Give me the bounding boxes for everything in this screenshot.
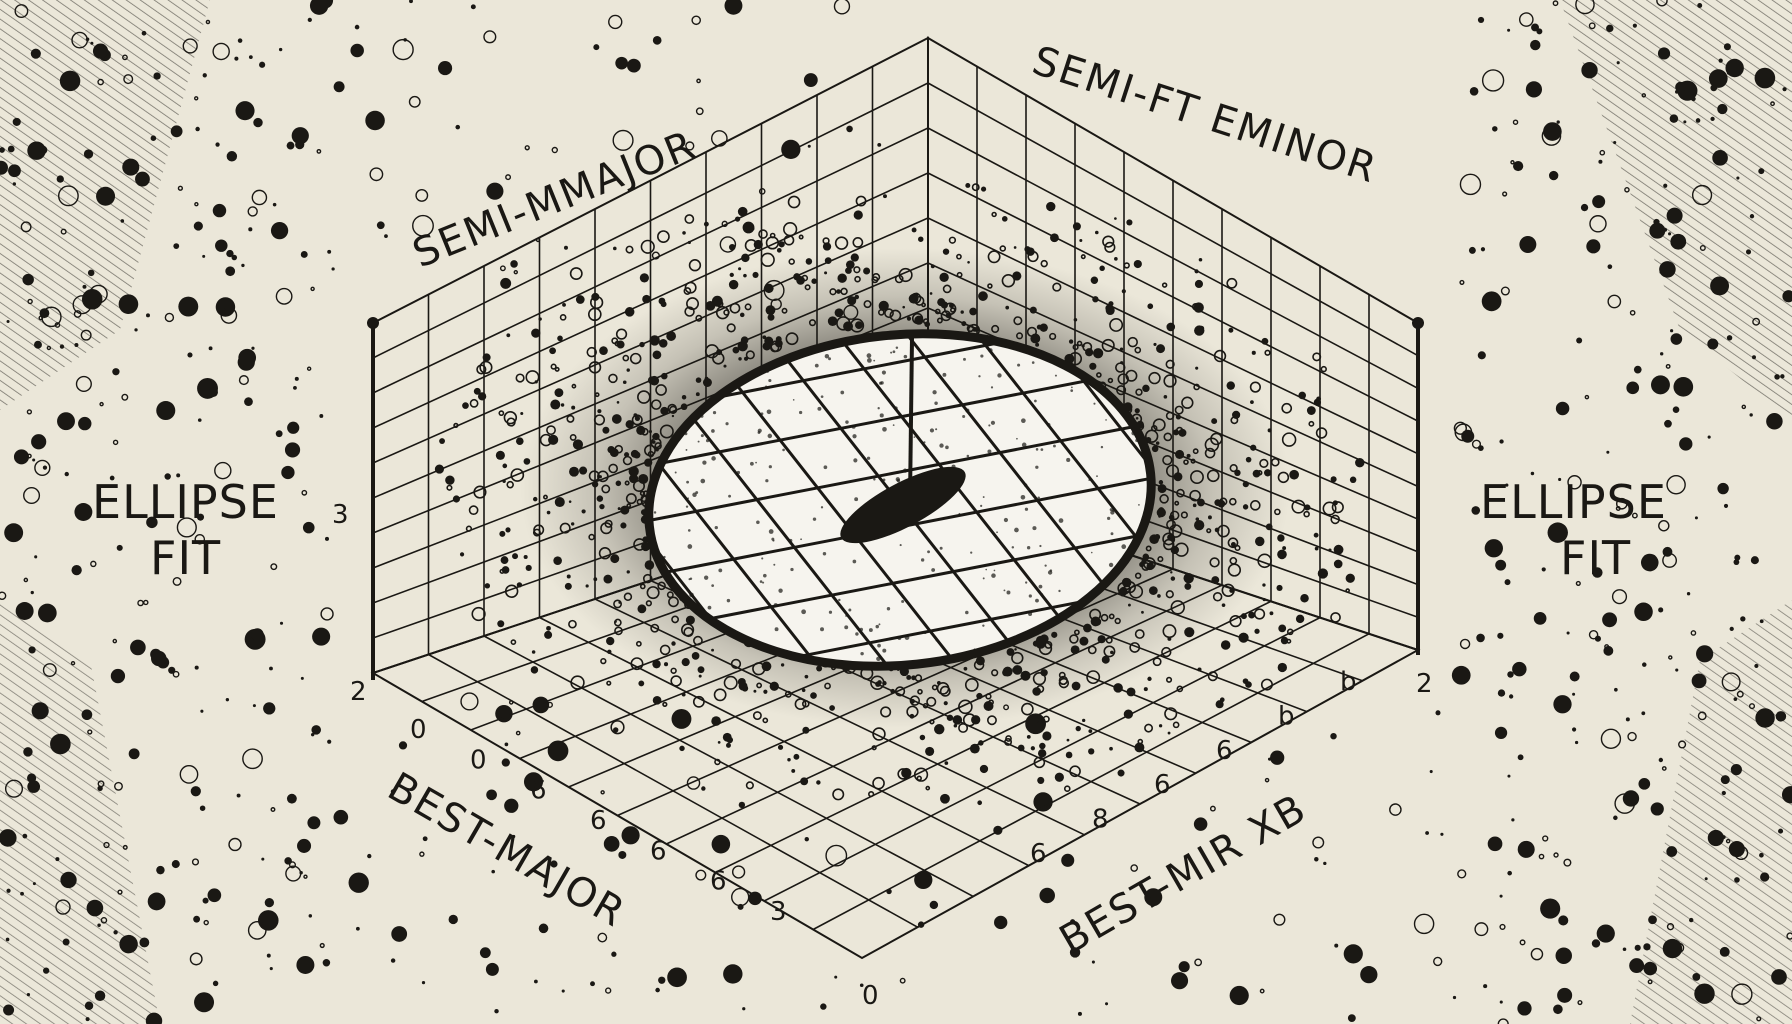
tick-origin: 0 xyxy=(862,981,879,1011)
tick-right-floor: 6 xyxy=(1216,736,1233,766)
ellipse-center-blob xyxy=(840,466,966,544)
tick-right-floor: b xyxy=(1278,701,1295,731)
tick-left-floor: 0 xyxy=(410,715,427,745)
tick-left-floor: 6 xyxy=(710,867,727,897)
tick-left-wall: 3 xyxy=(332,500,349,530)
tick-left-floor: 3 xyxy=(770,897,787,927)
tick-left-corner: 2 xyxy=(350,677,367,707)
tick-right-corner: 2 xyxy=(1416,669,1433,699)
tick-left-floor: 6 xyxy=(590,806,607,836)
left-title-line1: ELLIPSE xyxy=(92,475,279,529)
tick-right-floor: 6 xyxy=(1154,770,1171,800)
tick-right-floor: b xyxy=(1340,667,1357,697)
left-title-line2: FIT xyxy=(150,531,221,585)
tick-left-floor: 6 xyxy=(530,776,547,806)
right-title-line1: ELLIPSE xyxy=(1480,475,1667,529)
semi-minor-axis-label: SEMI-FT EMINOR xyxy=(1027,38,1383,193)
best-major-axis-label: BEST-MAJOR xyxy=(380,764,634,937)
tick-left-floor: 0 xyxy=(470,745,487,775)
tick-right-floor: 8 xyxy=(1092,805,1109,835)
tick-right-floor: 6 xyxy=(1030,839,1047,869)
halo-dots xyxy=(434,182,1365,806)
right-title-line2: FIT xyxy=(1560,531,1631,585)
semi-major-axis-line xyxy=(908,337,914,501)
tick-left-floor: 6 xyxy=(650,836,667,866)
